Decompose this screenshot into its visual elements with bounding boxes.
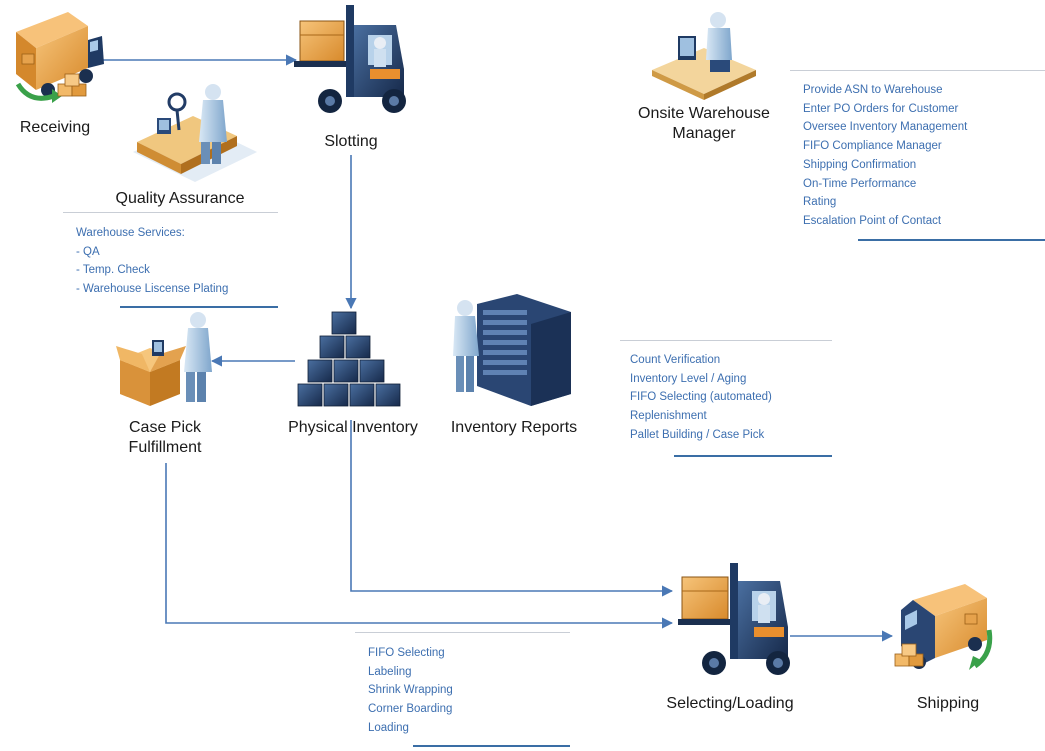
manager-duties-note: Provide ASN to Warehouse Enter PO Orders… — [790, 70, 1045, 244]
case-pick-label: Case Pick Fulfillment — [100, 418, 230, 458]
note-bottom-rule — [413, 745, 570, 747]
note-line: Provide ASN to Warehouse — [803, 84, 943, 96]
connector-casepick-to-loading — [165, 463, 674, 629]
note-top-rule — [63, 212, 278, 213]
receiving-truck-icon — [15, 12, 104, 103]
connectors — [100, 54, 894, 642]
onsite-manager-label-line2: Manager — [672, 125, 736, 142]
note-bottom-rule — [858, 239, 1045, 241]
note-bottom-rule — [120, 306, 278, 308]
note-line: FIFO Selecting (automated) — [630, 391, 772, 404]
connector-inventory-to-loading — [350, 420, 674, 597]
note-top-rule — [790, 70, 1045, 71]
quality-assurance-label: Quality Assurance — [115, 190, 245, 207]
note-line: Escalation Point of Contact — [803, 214, 942, 227]
note-line: - Temp. Check — [76, 264, 150, 277]
note-line: Count Verification — [630, 354, 721, 366]
note-line: Loading — [368, 721, 409, 734]
note-line: Oversee Inventory Management — [803, 121, 968, 134]
manager-duties-list: Provide ASN to Warehouse Enter PO Orders… — [803, 81, 967, 231]
note-line: Enter PO Orders for Customer — [803, 102, 959, 115]
inventory-duties-note: Count Verification Inventory Level / Agi… — [620, 340, 832, 460]
note-line: Labeling — [368, 665, 412, 678]
note-line: FIFO Selecting — [368, 647, 445, 659]
qa-services-list: Warehouse Services: - QA - Temp. Check -… — [76, 224, 228, 299]
note-line: Rating — [803, 196, 837, 209]
case-pick-icon — [116, 312, 212, 406]
note-line: Warehouse Services: — [76, 227, 185, 239]
selecting-loading-label: Selecting/Loading — [666, 695, 794, 712]
loading-duties-list: FIFO Selecting Labeling Shrink Wrapping … — [368, 644, 453, 738]
shipping-label: Shipping — [916, 695, 980, 712]
note-line: - QA — [76, 245, 100, 258]
slotting-forklift-icon — [294, 5, 406, 113]
note-line: - Warehouse Liscense Plating — [76, 283, 229, 296]
inventory-duties-list: Count Verification Inventory Level / Agi… — [630, 351, 772, 445]
note-line: FIFO Compliance Manager — [803, 140, 942, 153]
note-line: Replenishment — [630, 410, 707, 423]
note-line: Inventory Level / Aging — [630, 372, 747, 385]
note-top-rule — [355, 632, 570, 633]
selecting-loading-forklift-icon — [678, 563, 790, 675]
note-line: Corner Boarding — [368, 703, 453, 716]
case-pick-label-line1: Case Pick — [128, 419, 202, 436]
physical-inventory-icon — [297, 311, 401, 407]
note-line: Pallet Building / Case Pick — [630, 428, 765, 441]
slotting-label: Slotting — [324, 133, 378, 150]
loading-duties-note: FIFO Selecting Labeling Shrink Wrapping … — [355, 632, 570, 750]
inventory-reports-label: Inventory Reports — [450, 419, 578, 436]
quality-assurance-icon — [133, 84, 257, 182]
onsite-manager-label-line1: Onsite Warehouse — [638, 105, 770, 122]
note-bottom-rule — [674, 455, 832, 457]
note-line: Shrink Wrapping — [368, 684, 453, 697]
onsite-manager-label: Onsite Warehouse Manager — [604, 104, 804, 144]
onsite-manager-icon — [652, 12, 756, 100]
qa-services-note: Warehouse Services: - QA - Temp. Check -… — [63, 212, 278, 310]
receiving-label: Receiving — [19, 119, 91, 136]
inventory-reports-icon — [453, 294, 571, 406]
note-line: Shipping Confirmation — [803, 158, 917, 171]
case-pick-label-line2: Fulfillment — [128, 439, 202, 456]
shipping-truck-icon — [894, 584, 993, 670]
physical-inventory-label: Physical Inventory — [288, 419, 418, 436]
note-line: On-Time Performance — [803, 177, 917, 190]
note-top-rule — [620, 340, 832, 341]
